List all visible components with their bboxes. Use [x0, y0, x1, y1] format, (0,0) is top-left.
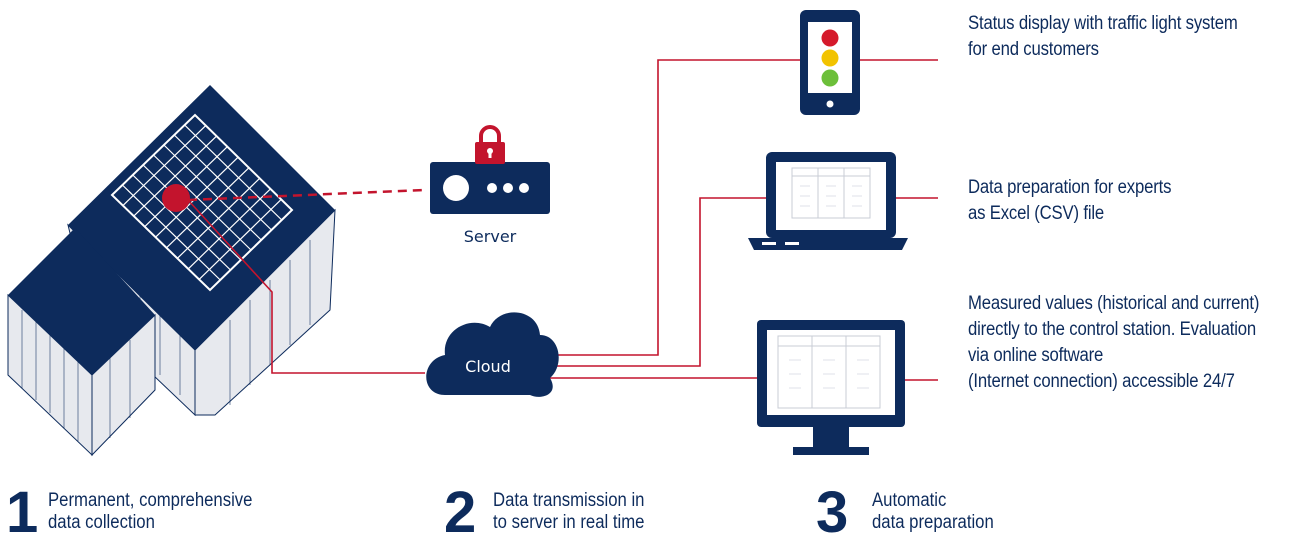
connection-lines — [187, 59, 938, 381]
monitor-table-icon — [777, 335, 881, 409]
cloud-phone-link — [545, 59, 800, 356]
monitor-icon — [757, 320, 905, 455]
traffic-light-green — [821, 69, 839, 87]
sensor-cloud-link — [187, 199, 425, 374]
server-label: Server — [464, 227, 517, 246]
server-icon — [430, 162, 550, 214]
solar-grid-line — [132, 174, 231, 271]
traffic-light-yellow — [821, 49, 839, 67]
laptop-icon — [748, 152, 908, 250]
solar-grid-line — [121, 184, 221, 281]
step-2-number: 2 — [444, 480, 477, 545]
solar-grid-line — [122, 125, 207, 206]
step-1-line-2: data collection — [48, 512, 155, 533]
control-line-3: via online software — [968, 345, 1104, 366]
solar-grid-line — [187, 188, 271, 270]
step-2-line-2: to server in real time — [493, 512, 645, 533]
control-line-2: directly to the control station. Evaluat… — [968, 319, 1256, 340]
step-3-line-2: data preparation — [872, 512, 994, 533]
laptop-table-icon — [791, 167, 871, 219]
lock-icon — [475, 125, 505, 164]
solar-grid-line — [166, 167, 250, 249]
solar-grid-line — [144, 146, 228, 228]
step-2-line-1: Data transmission in — [493, 490, 645, 511]
status-line-1: Status display with traffic light system — [968, 13, 1238, 34]
solar-grid-line — [184, 124, 283, 221]
cloud-laptop-link — [548, 197, 766, 367]
step-1-number: 1 — [6, 480, 39, 545]
experts-line-2: as Excel (CSV) file — [968, 203, 1105, 224]
control-station-description: Measured values (historical and current)… — [968, 291, 1259, 395]
cloud-icon — [426, 312, 559, 397]
experts-description: Data preparation for experts as Excel (C… — [968, 175, 1171, 227]
status-line-2: for end customers — [968, 39, 1099, 60]
solar-grid-line — [155, 156, 239, 238]
solar-grid-line — [198, 199, 282, 280]
solar-grid-line — [133, 135, 217, 217]
solar-grid-line — [142, 164, 242, 261]
solar-grid-line — [153, 154, 252, 251]
solar-grid-line — [176, 177, 261, 259]
solar-panel-icon — [110, 113, 294, 292]
step-3-line-1: Automatic — [872, 490, 947, 511]
step-3-text: Automatic data preparation — [872, 490, 994, 534]
step-2-text: Data transmission in to server in real t… — [493, 490, 644, 534]
cloud-label: Cloud — [465, 357, 511, 376]
step-1-line-1: Permanent, comprehensive — [48, 490, 253, 511]
sensor-icon — [162, 184, 190, 212]
control-line-1: Measured values (historical and current) — [968, 293, 1260, 314]
house-icon — [7, 85, 336, 457]
status-display-description: Status display with traffic light system… — [968, 11, 1238, 63]
experts-line-1: Data preparation for experts — [968, 177, 1172, 198]
solar-grid-line — [173, 134, 272, 231]
solar-grid-line — [163, 144, 262, 241]
control-line-4: (Internet connection) accessible 24/7 — [968, 371, 1235, 392]
smartphone-icon — [800, 10, 860, 115]
traffic-light-red — [821, 29, 839, 47]
step-1-text: Permanent, comprehensive data collection — [48, 490, 252, 534]
sensor-server-link — [187, 188, 426, 202]
step-3-number: 3 — [816, 480, 849, 545]
